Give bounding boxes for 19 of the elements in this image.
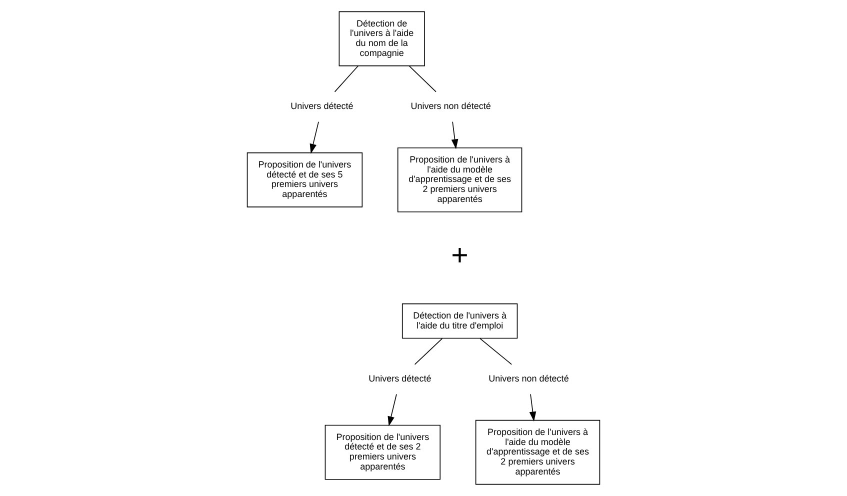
label: + xyxy=(451,239,468,272)
node-box: Proposition de l'univers détecté et de ses 2 premiers univers apparentés xyxy=(324,424,441,480)
node-text: Univers détecté xyxy=(368,374,432,384)
connector xyxy=(334,65,359,92)
node-text: Univers détecté xyxy=(290,101,354,112)
node-text: Univers non détecté xyxy=(488,374,569,384)
node-text: Univers non détecté xyxy=(410,101,491,112)
node-box: Proposition de l'univers à l'aide du modèle d'apprentissage et de ses 2 premiers univers apparentés xyxy=(397,147,522,212)
arrow xyxy=(529,394,536,422)
node-box: Proposition de l'univers à l'aide du modèle d'apprentissage et de ses 2 premiers univers apparentés xyxy=(475,420,600,485)
connector xyxy=(480,338,512,365)
node-box: Proposition de l'univers détecté et de ses 5 premiers univers apparentés xyxy=(246,152,363,208)
arrow xyxy=(310,121,319,154)
connector xyxy=(414,338,443,365)
node-box: Détection de l'univers à l'aide du nom de la compagnie xyxy=(338,11,425,66)
arrow xyxy=(451,121,458,150)
connector xyxy=(408,65,436,92)
arrow xyxy=(388,394,397,426)
node-box: Détection de l'univers à l'aide du titre d'emploi xyxy=(402,303,518,339)
